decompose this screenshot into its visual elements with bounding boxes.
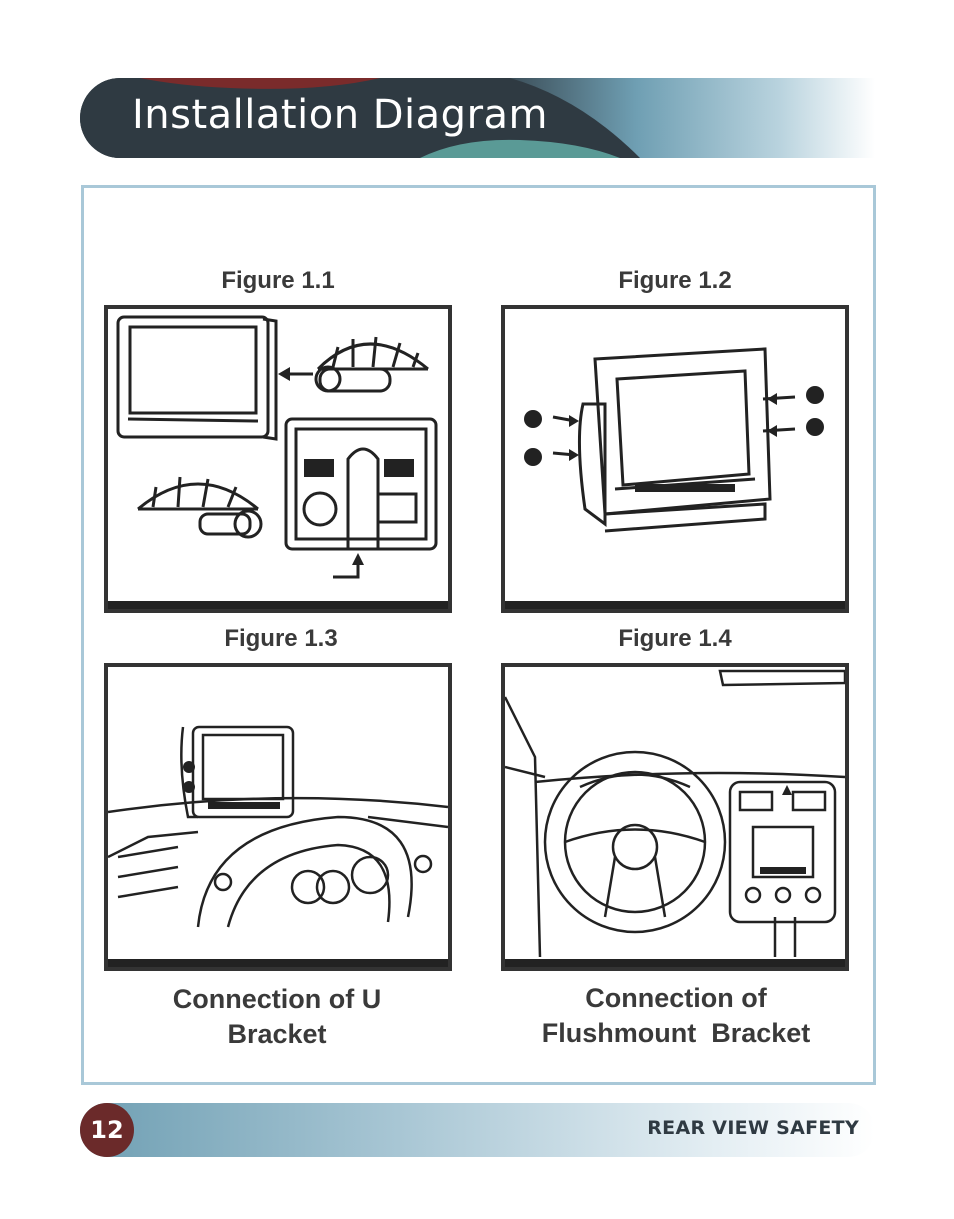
figure-1-4-drawing	[505, 669, 845, 958]
figure-1-1-drawing	[116, 315, 438, 579]
figure-1-3-drawing	[108, 725, 448, 928]
footer-bar	[80, 1103, 875, 1157]
header-decoration	[80, 78, 640, 158]
figure-1-2-bar	[505, 601, 845, 609]
figure-1-3-bar	[108, 959, 448, 967]
figure-1-1-bar	[108, 601, 448, 609]
figure-label-1-4: Figure 1.4	[618, 625, 732, 652]
figure-1-4-bar	[505, 959, 845, 967]
figure-1-2-drawing	[524, 347, 824, 533]
figure-1-1	[104, 305, 452, 613]
figure-1-4	[501, 663, 849, 971]
caption-flushmount-bracket: Connection of Flushmount Bracket	[496, 981, 856, 1051]
figure-label-1-2: Figure 1.2	[618, 267, 732, 294]
page-title: Installation Diagram	[132, 92, 548, 138]
figure-label-1-1: Figure 1.1	[221, 267, 335, 294]
figure-1-3	[104, 663, 452, 971]
header-banner: Installation Diagram	[80, 78, 875, 158]
figure-1-2	[501, 305, 849, 613]
caption-u-bracket: Connection of U Bracket	[97, 982, 457, 1052]
caption-flushmount-line1: Connection of	[585, 983, 767, 1013]
page-number: 12	[80, 1103, 134, 1157]
caption-u-bracket-line2: Bracket	[227, 1019, 327, 1049]
figure-label-1-3: Figure 1.3	[224, 625, 338, 652]
brand-name: REAR VIEW SAFETY	[647, 1117, 859, 1139]
caption-flushmount-line2: Flushmount Bracket	[541, 1018, 811, 1048]
caption-u-bracket-line1: Connection of U	[172, 984, 382, 1014]
